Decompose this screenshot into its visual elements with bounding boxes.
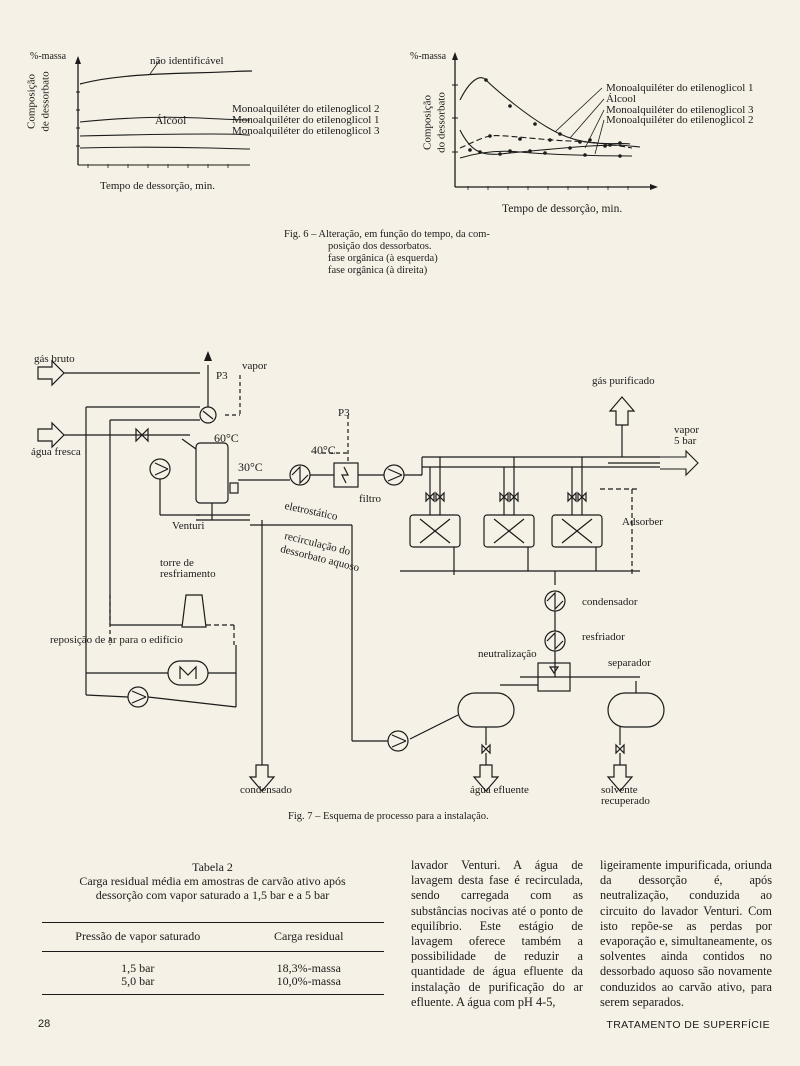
fig6-right-y-label-1: Composição bbox=[421, 95, 434, 150]
label-gas-purificado: gás purificado bbox=[592, 375, 655, 387]
fig7-process-diagram bbox=[37, 351, 699, 792]
fig6-caption-line-1: Fig. 6 – Alteração, em função do tempo, … bbox=[284, 229, 490, 240]
venturi-vessel bbox=[195, 442, 229, 504]
table2-cell: 18,3%-massa bbox=[276, 961, 341, 975]
table2-title: Tabela 2 bbox=[192, 860, 233, 874]
neutralization-vessel bbox=[537, 662, 571, 692]
effluent-outlet-arrow bbox=[472, 764, 500, 792]
fig6-right-chart bbox=[452, 52, 658, 190]
table2-heading: Tabela 2 Carga residual média em amostra… bbox=[40, 860, 385, 902]
label-agua-efluente: água efluente bbox=[470, 784, 529, 796]
adsorber-units bbox=[400, 457, 640, 575]
label-torre-2: resfriamento bbox=[160, 568, 216, 580]
label-venturi: Venturi bbox=[172, 520, 205, 532]
label-p3-b: P3 bbox=[338, 407, 350, 419]
magazine-name: TRATAMENTO DE SUPERFÍCIE bbox=[606, 1019, 770, 1031]
table-row: 1,5 bar 18,3%-massa bbox=[42, 952, 384, 976]
label-gas-bruto: gás bruto bbox=[34, 353, 75, 365]
label-agua-fresca: água fresca bbox=[31, 446, 81, 458]
table2-header-row: Pressão de vapor saturado Carga residual bbox=[42, 922, 384, 952]
table2-subtitle-1: Carga residual média em amostras de carv… bbox=[79, 874, 346, 888]
label-30c: 30°C bbox=[238, 460, 263, 474]
fig6-left-series-label-1: Monoalquiléter do etilenoglicol 2 bbox=[232, 103, 380, 115]
label-40c: 40°C bbox=[311, 443, 336, 457]
fig6-right-y-unit: %-massa bbox=[410, 51, 447, 62]
solvent-outlet-arrow bbox=[606, 764, 634, 792]
label-filtro: filtro bbox=[359, 493, 381, 505]
table2-cell: 1,5 bar bbox=[121, 961, 155, 975]
label-vapor-5bar-2: 5 bar bbox=[674, 435, 697, 447]
body-column-1: lavador Venturi. A água de lavagem desta… bbox=[411, 858, 583, 1009]
table2-subtitle-2: dessorção com vapor saturado a 1,5 bar e… bbox=[95, 888, 330, 902]
label-vapor-5bar-1: vapor bbox=[674, 424, 700, 436]
table2-cell: 5,0 bar bbox=[42, 975, 234, 995]
fig6-right-series-label-4: Monoalquiléter do etilenoglicol 2 bbox=[606, 114, 754, 126]
label-p3-a: P3 bbox=[216, 370, 228, 382]
fig6-caption-line-4: fase orgânica (à direita) bbox=[328, 265, 428, 276]
fig6-left-mid-label: Álcool bbox=[155, 115, 187, 127]
label-separador: separador bbox=[608, 657, 651, 669]
condensate-outlet-arrow bbox=[248, 764, 276, 792]
label-condensador: condensador bbox=[582, 596, 638, 608]
label-condensado: condensado bbox=[240, 784, 292, 796]
air-heater bbox=[167, 660, 209, 686]
fig6-right-series-label-1: Monoalquiléter do etilenoglicol 1 bbox=[606, 82, 754, 94]
label-torre-1: torre de bbox=[160, 557, 194, 569]
fig6-right-y-label-2: do dessorbato bbox=[435, 92, 448, 153]
fig6-left-y-label-1: Composição bbox=[25, 74, 38, 129]
label-vapor: vapor bbox=[242, 360, 268, 372]
fig7-caption: Fig. 7 – Esquema de processo para a inst… bbox=[288, 811, 489, 822]
gas-inlet-arrow bbox=[37, 359, 65, 387]
fig6-left-x-label: Tempo de dessorção, min. bbox=[100, 180, 216, 192]
label-adsorber: Adsorber bbox=[622, 516, 663, 528]
fig6-left-series-label-3: Monoalquiléter do etilenoglicol 3 bbox=[232, 125, 380, 137]
fig6-right-series-label-2: Álcool bbox=[606, 93, 636, 105]
fig6-left-y-label-2: de dessorbato bbox=[39, 71, 52, 132]
water-inlet-arrow bbox=[37, 421, 65, 449]
cooling-tower bbox=[181, 594, 207, 628]
fig6-left-chart bbox=[75, 56, 253, 168]
page-number: 28 bbox=[38, 1018, 51, 1030]
effluent-tank bbox=[457, 692, 515, 728]
fig6-caption-line-3: fase orgânica (à esquerda) bbox=[328, 253, 438, 264]
table-row: 5,0 bar 10,0%-massa bbox=[42, 975, 384, 995]
body-column-2: ligeiramente impurificada, oriunda da de… bbox=[600, 858, 772, 1009]
separator-tank bbox=[607, 692, 665, 728]
clean-gas-outlet-arrow bbox=[608, 396, 636, 426]
table2-cell: 10,0%-massa bbox=[233, 975, 384, 995]
label-reposicao: reposição de ar para o edifício bbox=[50, 634, 183, 646]
label-60c: 60°C bbox=[214, 431, 239, 445]
fig6-right-series-label-3: Monoalquiléter do etilenoglicol 3 bbox=[606, 104, 754, 116]
fig6-charts bbox=[75, 52, 658, 190]
heat-exchanger-1 bbox=[199, 406, 217, 424]
table2: Pressão de vapor saturado Carga residual… bbox=[42, 922, 384, 995]
fig6-left-top-label: não identificável bbox=[150, 55, 224, 67]
label-solvente-1: solvente bbox=[601, 784, 638, 796]
fig6-left-y-unit: %-massa bbox=[30, 51, 67, 62]
table2-col-header: Carga residual bbox=[233, 922, 384, 952]
label-solvente-2: recuperado bbox=[601, 795, 650, 807]
fig6-right-x-label: Tempo de dessorção, min. bbox=[502, 203, 623, 215]
label-resfriador: resfriador bbox=[582, 631, 625, 643]
table2-col-header: Pressão de vapor saturado bbox=[42, 922, 234, 952]
label-neutralizacao: neutralização bbox=[478, 648, 537, 660]
fig6-left-series-label-2: Monoalquiléter do etilenoglicol 1 bbox=[232, 114, 380, 126]
fig6-caption-line-2: posição dos dessorbatos. bbox=[328, 241, 432, 252]
